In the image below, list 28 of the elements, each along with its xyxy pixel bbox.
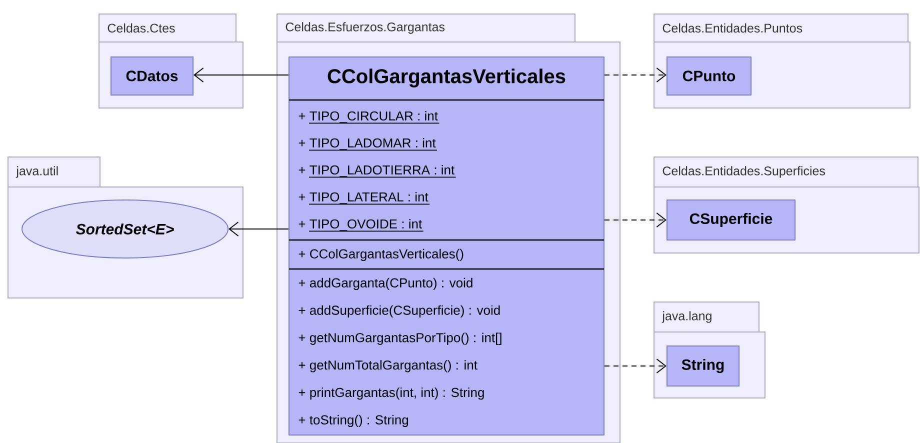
- constructor-text: + CColGargantasVerticales(): [298, 248, 464, 262]
- node-label: Celdas.Esfuerzos.Gargantas: [286, 22, 445, 34]
- class-box: String: [666, 346, 740, 386]
- association-arrow: [194, 68, 289, 82]
- attribute-text: + TIPO_OVOIDE : int: [298, 218, 424, 232]
- method-text: + addGarganta(CPunto) : void: [298, 278, 472, 290]
- association-arrow: [228, 222, 289, 236]
- class-box: CDatos: [110, 56, 194, 96]
- node-label: Celdas.Entidades.Superficies: [662, 166, 826, 178]
- class-box: CPunto: [666, 56, 752, 96]
- method-text: + toString() : String: [298, 414, 408, 428]
- class-box: CSuperficie: [666, 200, 796, 240]
- attribute-text: + TIPO_LADOTIERRA : int: [298, 164, 456, 178]
- attribute-text: + TIPO_CIRCULAR : int: [298, 110, 440, 124]
- attribute-text: + TIPO_LATERAL : int: [298, 192, 430, 205]
- node-label: Celdas.Entidades.Puntos: [662, 23, 802, 33]
- method-text: + getNumTotalGargantas() : int: [298, 360, 478, 372]
- node-label: Celdas.Ctes: [108, 23, 175, 33]
- node-label: java.util: [16, 166, 58, 178]
- dependency-arrow: [604, 212, 666, 228]
- dependency-arrow: [604, 358, 666, 374]
- node-label: java.lang: [662, 311, 712, 323]
- dependency-arrow: [604, 68, 666, 82]
- class-name: CColGargantasVerticales: [328, 68, 566, 88]
- method-text: + getNumGargantasPorTipo() : int[]: [298, 332, 502, 345]
- method-text: + addSuperficie(CSuperficie) : void: [298, 305, 500, 318]
- method-text: + printGargantas(int, int) : String: [298, 388, 484, 400]
- attribute-text: + TIPO_LADOMAR : int: [298, 138, 438, 151]
